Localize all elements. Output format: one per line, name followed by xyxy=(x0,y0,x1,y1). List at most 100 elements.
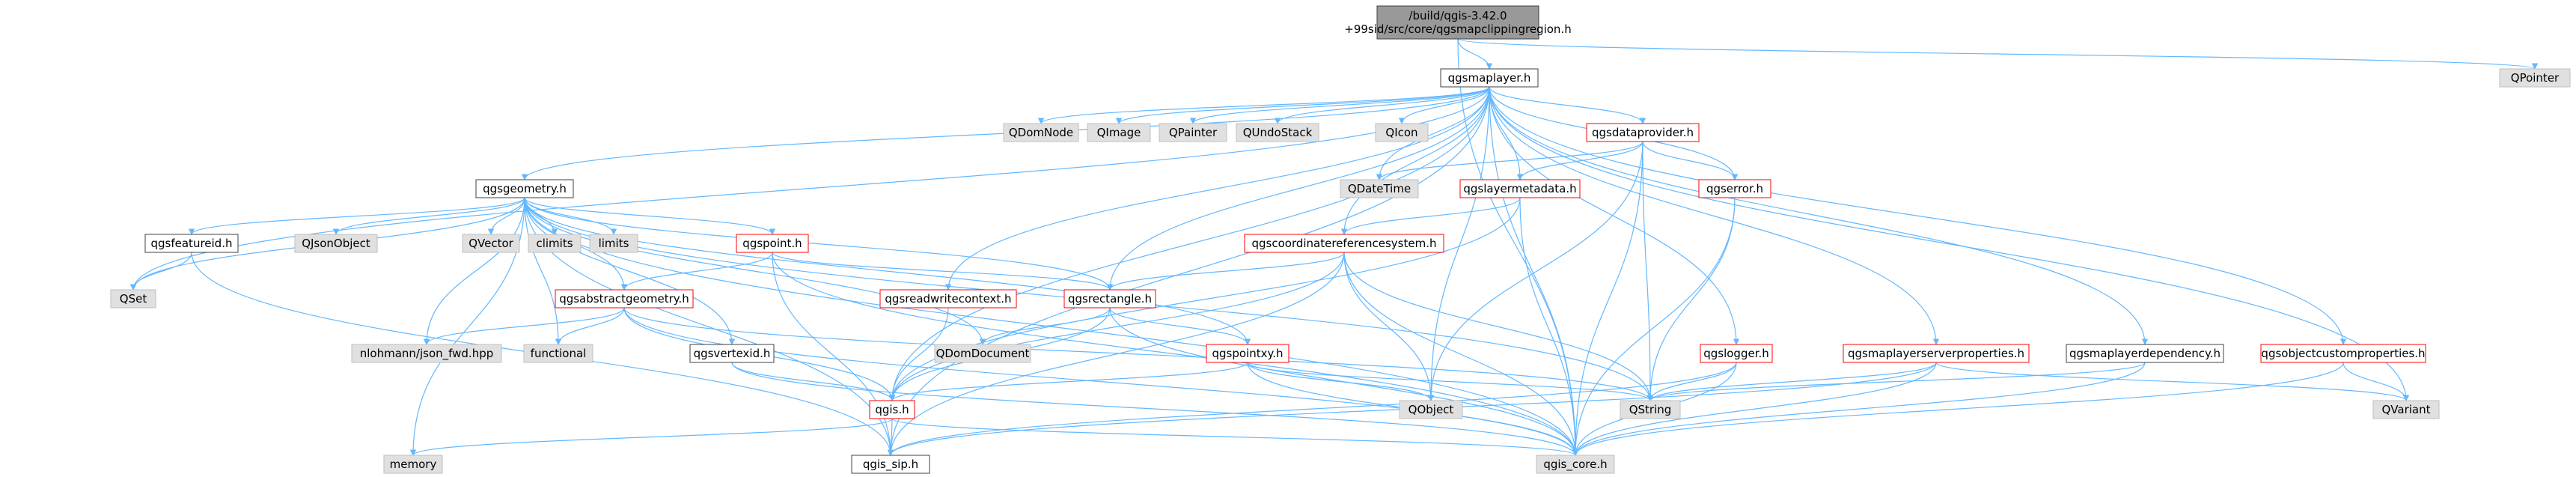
edge-qgsdataprovider-to-qdatetime xyxy=(1376,141,1643,180)
node-label: qgserror.h xyxy=(1706,182,1763,195)
node-qgsmaplayerserverproperties[interactable]: qgsmaplayerserverproperties.h xyxy=(1843,344,2030,363)
node-box xyxy=(1698,179,1771,198)
node-qundostack: QUndoStack xyxy=(1236,123,1319,142)
node-qgsvertexid[interactable]: qgsvertexid.h xyxy=(689,344,775,363)
edge-qgsmaplayer-to-qgis-sip xyxy=(887,86,1490,456)
edge-qgsmaplayer-to-qdomnode xyxy=(1037,86,1490,124)
node-box xyxy=(294,234,378,253)
node-qicon: QIcon xyxy=(1375,123,1429,142)
node-box xyxy=(1376,5,1539,40)
edge-qgsobjectcustomproperties-to-qvariant xyxy=(2342,362,2410,401)
node-qgsrectangle[interactable]: qgsrectangle.h xyxy=(1063,289,1156,309)
node-qgsreadwritecontext[interactable]: qgsreadwritecontext.h xyxy=(879,289,1017,309)
edge-qgsmaplayerserverproperties-to-qgis-core xyxy=(1572,362,1937,456)
node-qgsobjectcustomproperties[interactable]: qgsobjectcustomproperties.h xyxy=(2260,344,2426,363)
node-qvariant: QVariant xyxy=(2372,400,2440,419)
node-qgspoint[interactable]: qgspoint.h xyxy=(736,234,809,253)
node-label: QVariant xyxy=(2381,403,2430,416)
edge-qgspoint-to-qgsabstractgeometry xyxy=(620,252,773,291)
node-label: qgsgeometry.h xyxy=(483,182,567,195)
node-box xyxy=(1206,344,1289,363)
edge-qgsabstractgeometry-to-qstring xyxy=(623,307,1654,401)
node-qgserror[interactable]: qgserror.h xyxy=(1698,179,1771,198)
node-label: qgis.h xyxy=(875,403,909,416)
edge-qgslogger-to-qstring xyxy=(1646,362,1737,401)
node-root[interactable]: /build/qgis-3.42.0+99sid/src/core/qgsmap… xyxy=(1344,5,1572,40)
edge-qgsabstractgeometry-to-functional xyxy=(555,307,625,345)
node-box xyxy=(1375,123,1429,142)
edge-qgspointxy-to-qstring xyxy=(1247,362,1654,401)
node-box xyxy=(1003,123,1079,142)
edge-qgspointxy-to-qgis xyxy=(888,362,1248,401)
edge-root-to-qgis-core xyxy=(1457,38,1579,456)
edge-qgsdataprovider-to-qobject xyxy=(1427,141,1643,401)
edge-qgscrs-to-qgis-sip xyxy=(887,252,1345,456)
node-box xyxy=(879,289,1017,309)
node-qgslayermetadata[interactable]: qgslayermetadata.h xyxy=(1459,179,1581,198)
node-qgis[interactable]: qgis.h xyxy=(869,400,915,419)
node-label: qgspointxy.h xyxy=(1212,347,1283,360)
edge-qgsmaplayer-to-qundostack xyxy=(1274,86,1490,124)
node-label: QString xyxy=(1629,403,1672,416)
node-box xyxy=(2260,344,2426,363)
node-box xyxy=(1087,123,1151,142)
nodes: /build/qgis-3.42.0+99sid/src/core/qgsmap… xyxy=(110,5,2571,474)
node-box xyxy=(1159,123,1227,142)
edge-qgsmaplayer-to-qgsdataprovider xyxy=(1489,86,1646,124)
node-label: qgsmaplayer.h xyxy=(1448,71,1531,85)
node-box xyxy=(528,234,582,253)
node-qgsmaplayerdependency[interactable]: qgsmaplayerdependency.h xyxy=(2066,344,2224,363)
edge-qgsmaplayerserverproperties-to-qstring xyxy=(1646,362,1937,401)
node-qdatetime: QDateTime xyxy=(1340,179,1419,198)
node-box xyxy=(1843,344,2030,363)
node-qgslogger[interactable]: qgslogger.h xyxy=(1700,344,1773,363)
edge-qgsmaplayerdependency-to-qstring xyxy=(1646,362,2146,401)
node-label: qgsrectangle.h xyxy=(1068,292,1152,306)
node-box xyxy=(689,344,775,363)
edge-qgsrectangle-to-qgspointxy xyxy=(1109,307,1251,345)
edge-qgsmaplayer-to-qgis xyxy=(888,86,1490,401)
edge-qgsvertexid-to-qgis-core xyxy=(731,362,1579,456)
node-box xyxy=(934,344,1031,363)
node-box xyxy=(2066,344,2224,363)
edge-qgsmaplayer-to-qgsreadwritecontext xyxy=(944,86,1490,291)
node-qdomnode: QDomNode xyxy=(1003,123,1079,142)
node-qgspointxy[interactable]: qgspointxy.h xyxy=(1206,344,1289,363)
edge-qgsdataprovider-to-qgslayermetadata xyxy=(1516,141,1643,180)
node-functional: functional xyxy=(523,344,593,363)
node-qgsdataprovider[interactable]: qgsdataprovider.h xyxy=(1586,123,1700,142)
node-label: QIcon xyxy=(1385,126,1417,139)
edge-qgscrs-to-qgsrectangle xyxy=(1106,252,1345,291)
edge-qgsvertexid-to-qgis xyxy=(731,362,896,401)
node-label: nlohmann/json_fwd.hpp xyxy=(360,347,494,361)
node-label: QPainter xyxy=(1169,126,1218,139)
node-qvector: QVector xyxy=(462,234,520,253)
node-qgis-sip[interactable]: qgis_sip.h xyxy=(851,455,930,474)
node-label: qgsmaplayerserverproperties.h xyxy=(1848,347,2024,360)
node-qgsgeometry[interactable]: qgsgeometry.h xyxy=(475,179,574,198)
edge-qgsgeometry-to-nlohmann xyxy=(423,197,525,345)
edge-qgscrs-to-qstring xyxy=(1343,252,1654,401)
node-box xyxy=(462,234,520,253)
edge-qgis-to-memory xyxy=(409,418,893,456)
node-label: QUndoStack xyxy=(1243,126,1313,139)
node-box xyxy=(851,455,930,474)
node-qgscrs[interactable]: qgscoordinatereferencesystem.h xyxy=(1244,234,1444,253)
node-qgsmaplayer[interactable]: qgsmaplayer.h xyxy=(1440,68,1539,88)
edge-qgspoint-to-qgis-sip xyxy=(772,252,894,456)
node-box xyxy=(1340,179,1419,198)
node-box xyxy=(2499,68,2571,88)
edge-qgsmaplayer-to-qgsobjectcustomproperties xyxy=(1489,86,2347,345)
edge-qgsgeometry-to-qgspoint xyxy=(524,197,776,235)
edge-qgsgeometry-to-qgsfeatureid xyxy=(188,197,525,235)
edge-qgslayermetadata-to-qgscrs xyxy=(1340,197,1521,235)
node-label: qgsabstractgeometry.h xyxy=(559,292,689,306)
edge-qgsmaplayer-to-qgis-core xyxy=(1489,86,1579,456)
edge-qgis-to-qgis-core xyxy=(891,418,1578,456)
edge-qgsmaplayerdependency-to-qgis-core xyxy=(1572,362,2146,456)
node-qgsfeatureid[interactable]: qgsfeatureid.h xyxy=(144,234,239,253)
node-qgsabstractgeometry[interactable]: qgsabstractgeometry.h xyxy=(555,289,694,309)
node-label: qgscoordinatereferencesystem.h xyxy=(1252,237,1437,250)
node-label: limits xyxy=(599,237,629,250)
node-nlohmann: nlohmann/json_fwd.hpp xyxy=(351,344,502,363)
